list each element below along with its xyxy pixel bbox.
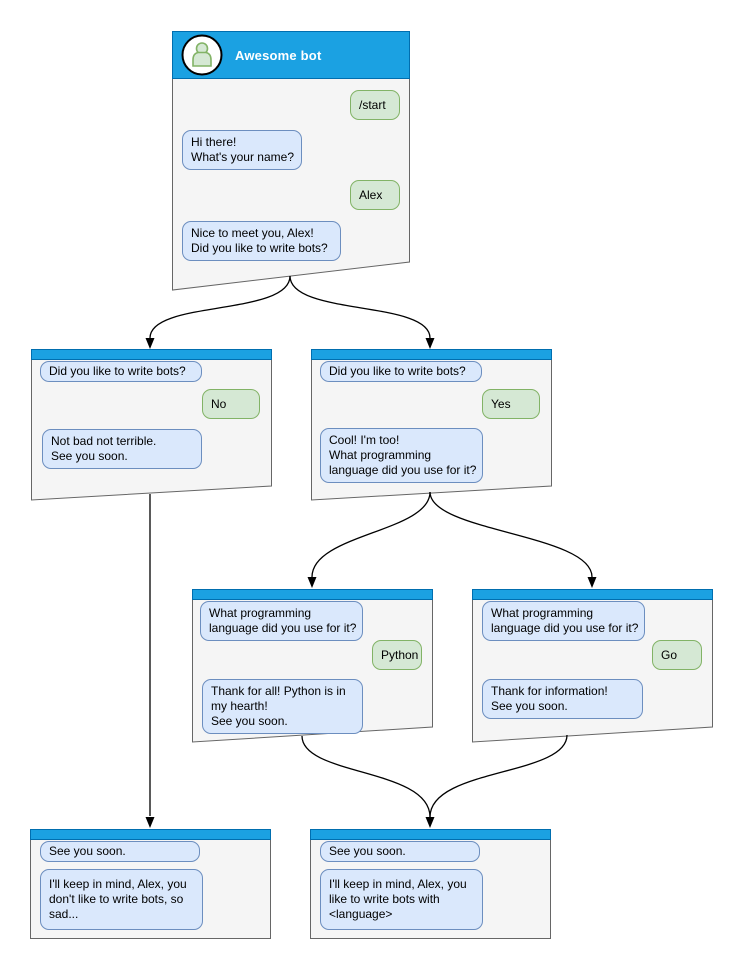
arrowhead-to-branch-yes (425, 338, 435, 349)
bot-message-bubble-thanks-info: Thank for information! See you soon. (482, 679, 643, 719)
bot-message-bubble-thanks-python: Thank for all! Python is in my hearth! S… (202, 679, 363, 734)
bot-message-bubble-keep-in-mind-language: I'll keep in mind, Alex, you like to wri… (320, 869, 483, 930)
user-message-bubble-name: Alex (350, 180, 400, 210)
user-message-bubble-start: /start (350, 90, 400, 120)
edge-bot-to-no (149, 275, 291, 339)
edge-yes-to-go (429, 491, 593, 578)
arrowhead-to-end-yes (425, 817, 435, 828)
edge-go-to-end (429, 734, 568, 818)
bot-message-bubble-see-you: See you soon. (320, 841, 480, 862)
edge-bot-to-yes (289, 275, 431, 339)
bot-message-bubble-question: Did you like to write bots? (40, 361, 202, 382)
titlebar-branch-go (472, 589, 713, 600)
user-message-bubble-go: Go (652, 640, 702, 670)
user-message-bubble-python: Python (372, 640, 422, 670)
node-title: Awesome bot (235, 47, 322, 63)
arrowhead-to-end-no (145, 817, 155, 828)
bot-message-bubble-language-question: What programming language did you use fo… (200, 601, 363, 641)
bot-message-bubble-greeting: Hi there! What's your name? (182, 130, 302, 170)
titlebar-branch-yes (311, 349, 552, 360)
arrowhead-to-branch-go (587, 577, 597, 588)
titlebar-branch-python (192, 589, 433, 600)
bot-message-bubble-see-you: See you soon. (40, 841, 200, 862)
titlebar-end-yes (310, 829, 551, 840)
bot-message-bubble-nice-to-meet: Nice to meet you, Alex! Did you like to … (182, 221, 341, 261)
bot-message-bubble-keep-in-mind-sad: I'll keep in mind, Alex, you don't like … (40, 869, 203, 930)
bot-message-bubble-language-question: What programming language did you use fo… (482, 601, 645, 641)
bot-avatar-person-icon (181, 34, 223, 76)
user-message-bubble-no: No (202, 389, 260, 419)
bot-message-bubble-cool: Cool! I'm too! What programming language… (320, 428, 483, 483)
titlebar-awesome-bot: Awesome bot (172, 31, 410, 79)
arrowhead-to-branch-no (145, 338, 155, 349)
bot-message-bubble-question: Did you like to write bots? (320, 361, 482, 382)
titlebar-branch-no (31, 349, 272, 360)
arrowhead-to-branch-python (307, 577, 317, 588)
bot-message-bubble-not-bad: Not bad not terrible. See you soon. (42, 429, 202, 469)
edge-yes-to-python (311, 491, 431, 578)
edge-python-to-end (301, 735, 431, 818)
user-message-bubble-yes: Yes (482, 389, 540, 419)
titlebar-end-no (30, 829, 271, 840)
